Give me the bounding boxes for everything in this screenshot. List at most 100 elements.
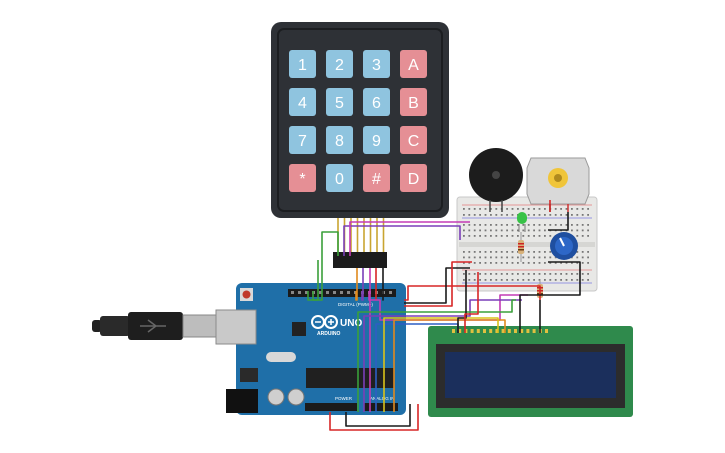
bb-hole (484, 208, 487, 210)
key-cap[interactable] (363, 88, 390, 116)
key-cap[interactable] (289, 126, 316, 154)
bb-hole (527, 279, 530, 281)
bb-hole (479, 273, 481, 275)
bb-hole (511, 235, 514, 237)
key-0-0[interactable]: 1 (289, 50, 316, 78)
key-cap[interactable] (289, 88, 316, 116)
bb-hole (517, 229, 519, 232)
bb-hole (468, 235, 471, 237)
bb-hole (554, 273, 557, 275)
bb-hole (571, 208, 573, 210)
key-3-3[interactable]: D (400, 164, 427, 192)
digital-pin[interactable] (347, 291, 350, 294)
key-2-0[interactable]: 7 (289, 126, 316, 154)
key-3-0[interactable]: * (289, 164, 316, 192)
bb-hole (511, 279, 514, 281)
potentiometer[interactable] (550, 232, 578, 260)
key-cap[interactable] (326, 88, 353, 116)
lcd-pin (483, 329, 486, 333)
key-0-2[interactable]: 3 (363, 50, 390, 78)
bb-hole (571, 214, 573, 216)
key-1-1[interactable]: 5 (326, 88, 353, 116)
key-2-3[interactable]: C (400, 126, 427, 154)
key-cap[interactable] (363, 126, 390, 154)
key-1-3[interactable]: B (400, 88, 427, 116)
key-cap[interactable] (363, 50, 390, 78)
key-cap[interactable] (363, 164, 390, 192)
bb-hole (554, 279, 557, 281)
bb-hole (549, 273, 552, 275)
key-1-2[interactable]: 6 (363, 88, 390, 116)
key-0-1[interactable]: 2 (326, 50, 353, 78)
wire-black (345, 404, 411, 427)
key-label: 5 (335, 95, 344, 112)
digital-pin[interactable] (319, 291, 322, 294)
key-cap[interactable] (326, 126, 353, 154)
digital-pin[interactable] (333, 291, 336, 294)
bb-hole (511, 229, 514, 232)
key-cap[interactable] (400, 164, 427, 192)
digital-pin[interactable] (305, 291, 308, 294)
key-cap[interactable] (289, 50, 316, 78)
bb-hole (473, 214, 476, 216)
bb-hole (500, 279, 503, 281)
bb-hole (490, 235, 492, 237)
bb-hole (522, 256, 525, 259)
key-label: # (372, 171, 381, 188)
bb-hole (479, 262, 481, 264)
wire-black (457, 270, 467, 333)
key-cap[interactable] (400, 50, 427, 78)
bb-hole (463, 224, 465, 226)
digital-pin[interactable] (291, 291, 294, 294)
bb-hole (581, 224, 584, 226)
bb-hole (484, 229, 487, 232)
bb-hole (506, 229, 508, 232)
digital-pin[interactable] (326, 291, 329, 294)
bb-hole (511, 208, 514, 210)
bb-hole (479, 251, 481, 253)
bb-hole (495, 214, 498, 216)
key-1-0[interactable]: 4 (289, 88, 316, 116)
bb-hole (517, 235, 519, 237)
key-cap[interactable] (400, 88, 427, 116)
wire-orange (393, 319, 506, 412)
bb-hole (517, 256, 519, 259)
bb-hole (495, 235, 498, 237)
bb-hole (549, 262, 552, 264)
key-cap[interactable] (326, 164, 353, 192)
bb-hole (549, 251, 552, 253)
bb-hole (522, 229, 525, 232)
bb-hole (495, 273, 498, 275)
wire-black (519, 261, 581, 333)
bb-hole (490, 224, 492, 226)
key-2-2[interactable]: 9 (363, 126, 390, 154)
digital-pin[interactable] (298, 291, 301, 294)
key-0-3[interactable]: A (400, 50, 427, 78)
bb-hole (565, 224, 568, 226)
bb-hole (484, 262, 487, 264)
digital-pins[interactable] (291, 291, 392, 294)
wire-green (307, 231, 339, 301)
bb-hole (587, 229, 589, 232)
bb-hole (533, 208, 535, 210)
bb-hole (581, 262, 584, 264)
arduino-logo-icon (311, 315, 338, 329)
key-3-2[interactable]: # (363, 164, 390, 192)
reset-button-cap[interactable] (242, 290, 251, 299)
key-cap[interactable] (289, 164, 316, 192)
digital-pin[interactable] (340, 291, 343, 294)
bb-hole (533, 256, 535, 259)
key-cap[interactable] (326, 50, 353, 78)
bb-hole (587, 235, 589, 237)
bb-hole (549, 224, 552, 226)
key-cap[interactable] (400, 126, 427, 154)
digital-pin[interactable] (389, 291, 392, 294)
bb-hole (511, 224, 514, 226)
arduino-board[interactable]: ARDUINO UNO DIGITAL (PWM~) POWER ANALOG … (215, 283, 406, 415)
bb-hole (565, 214, 568, 216)
bb-hole (576, 262, 579, 264)
key-3-1[interactable]: 0 (326, 164, 353, 192)
key-2-1[interactable]: 8 (326, 126, 353, 154)
